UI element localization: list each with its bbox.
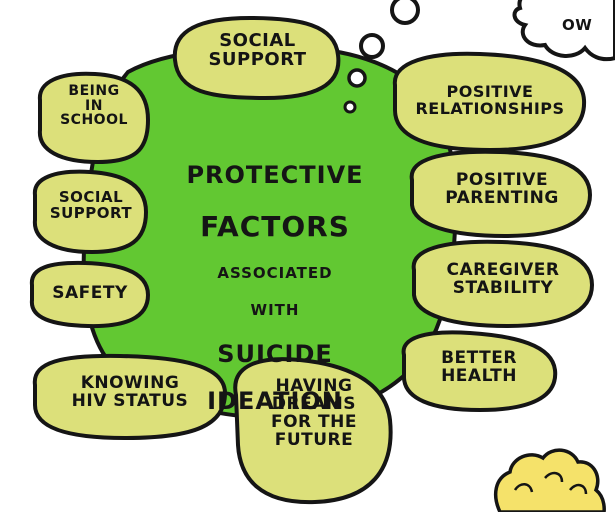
thought-circle-tiny [343,100,357,114]
thought-circle-mid [359,33,385,59]
label-being-in-school: BEING IN SCHOOL [60,83,128,129]
character-hair-curls [513,471,588,495]
center-title: PROTECTIVE FACTORS ASSOCIATED WITH SUICI… [170,142,380,434]
thought-cloud [512,0,615,62]
label-better-health: BETTER HEALTH [441,348,517,386]
pill-safety [29,260,151,329]
label-knowing-hiv-status: KNOWING HIV STATUS [71,373,189,411]
pill-social-support-top [172,15,341,101]
label-having-dreams: HAVING DREAMS FOR THE FUTURE [270,376,357,450]
title-line-with: WITH [250,301,300,319]
pill-positive-relationships [392,51,587,153]
label-positive-parenting: POSITIVE PARENTING [445,170,559,208]
thought-circle-small [347,68,367,88]
thought-cloud-text: OW [562,16,593,34]
pill-better-health [401,330,558,413]
title-line-associated: ASSOCIATED [217,264,333,282]
pill-having-dreams [233,357,393,505]
label-social-support-left: SOCIAL SUPPORT [49,188,133,222]
title-line-ideation: IDEATION [207,387,343,415]
label-safety: SAFETY [52,283,128,303]
pill-social-support-left [32,169,149,255]
pill-being-in-school [37,71,151,165]
character-hair [493,448,606,512]
label-positive-relationships: POSITIVE RELATIONSHIPS [415,82,565,118]
pill-positive-parenting [409,149,593,239]
title-line-factors: FACTORS [200,210,350,243]
pill-caregiver-stability [411,239,595,329]
label-caregiver-stability: CAREGIVER STABILITY [446,260,560,298]
label-social-support-top: SOCIAL SUPPORT [208,30,307,70]
title-line-protective: PROTECTIVE [186,161,364,189]
title-line-suicide: SUICIDE [217,340,333,368]
pill-knowing-hiv-status [32,353,228,441]
thought-circle-large [390,0,420,25]
